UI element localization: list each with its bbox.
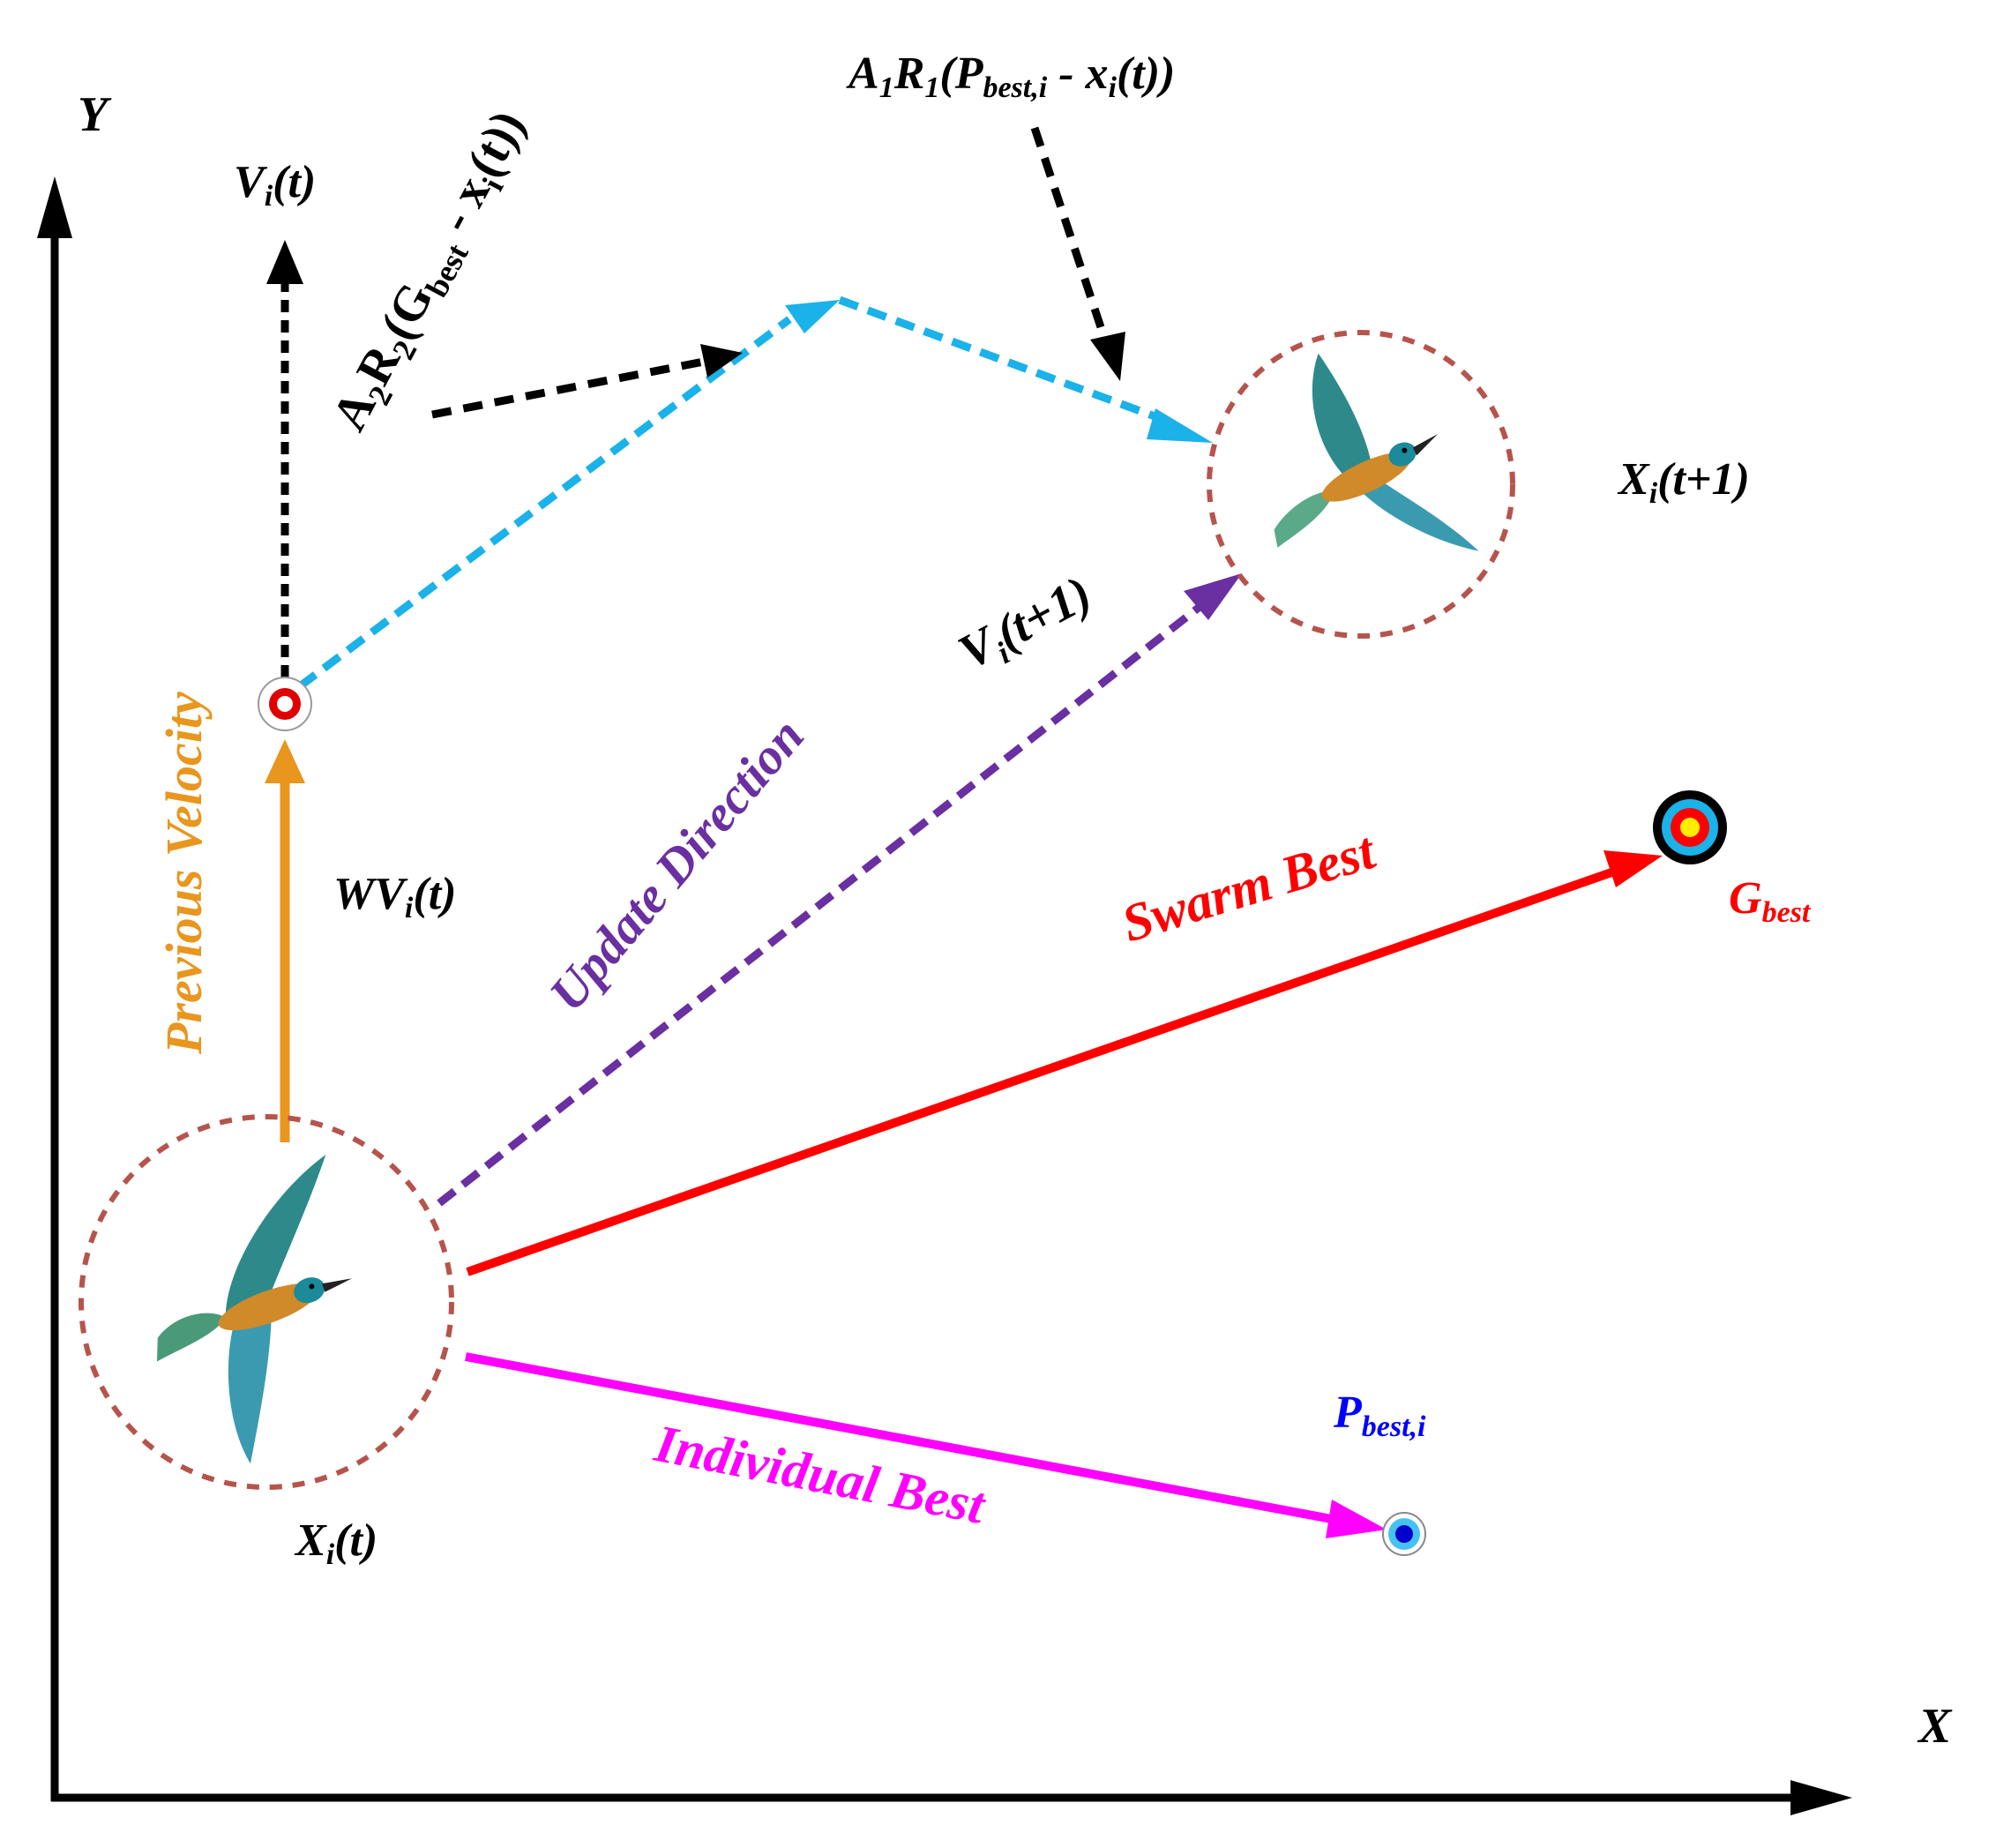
a2r2-label: A2R2(Gbest - xi(t)): [322, 101, 542, 442]
swarm-best-arrowhead: [1604, 850, 1663, 887]
xi-t1-label: Xi(t+1): [1617, 454, 1750, 510]
x-axis-label: X: [1917, 1699, 1953, 1754]
previous-velocity-label: Previous Velocity: [155, 692, 213, 1055]
individual-best-arrow: [465, 1352, 1337, 1524]
vi-t1-label: Vi(t+1): [950, 566, 1103, 686]
a2r2-arrow: [431, 355, 714, 419]
individual-best-label: Individual Best: [650, 1414, 991, 1536]
x-axis-arrowhead: [1790, 1780, 1852, 1815]
vi-t-label: Vi(t): [234, 157, 316, 213]
velocity-origin-marker: [258, 677, 312, 731]
gbest-target: [1653, 790, 1727, 864]
a1r1-arrow: [1030, 126, 1111, 348]
bird-current-icon: [156, 1154, 353, 1464]
cyan-path-seg1: [297, 316, 792, 690]
a1r1-label: A1R1(Pbest,i - xi(t)): [846, 49, 1175, 104]
y-axis-label: Y: [78, 87, 112, 142]
gbest-label: Gbest: [1729, 873, 1812, 929]
individual-best-arrowhead: [1326, 1500, 1387, 1538]
particle-circle-next: [1207, 330, 1515, 639]
cyan-arrowhead-1: [785, 300, 840, 333]
particle-circle-current: [78, 1114, 454, 1490]
previous-velocity-arrowhead: [265, 739, 305, 783]
pbest-target: [1382, 1512, 1426, 1556]
bird-next-icon: [1274, 353, 1479, 551]
update-direction-arrow: [437, 603, 1202, 1207]
swarm-best-label: Swarm Best: [1116, 820, 1384, 953]
y-axis-arrowhead: [37, 176, 72, 238]
update-direction-arrowhead: [1184, 573, 1242, 620]
pbest-label: Pbest,i: [1333, 1388, 1426, 1443]
a1r1-arrowhead: [1090, 332, 1125, 381]
cyan-arrowhead-2: [1147, 408, 1213, 443]
update-direction-label: Update Direction: [538, 707, 815, 1021]
swarm-best-arrow: [466, 867, 1616, 1276]
xi-t-label: Xi(t): [294, 1515, 378, 1571]
a2r2-arrowhead: [700, 344, 743, 378]
cyan-path-seg2: [838, 296, 1166, 424]
wvi-t-label: WVi(t): [333, 869, 456, 924]
velocity-vi-arrowhead: [266, 240, 303, 284]
